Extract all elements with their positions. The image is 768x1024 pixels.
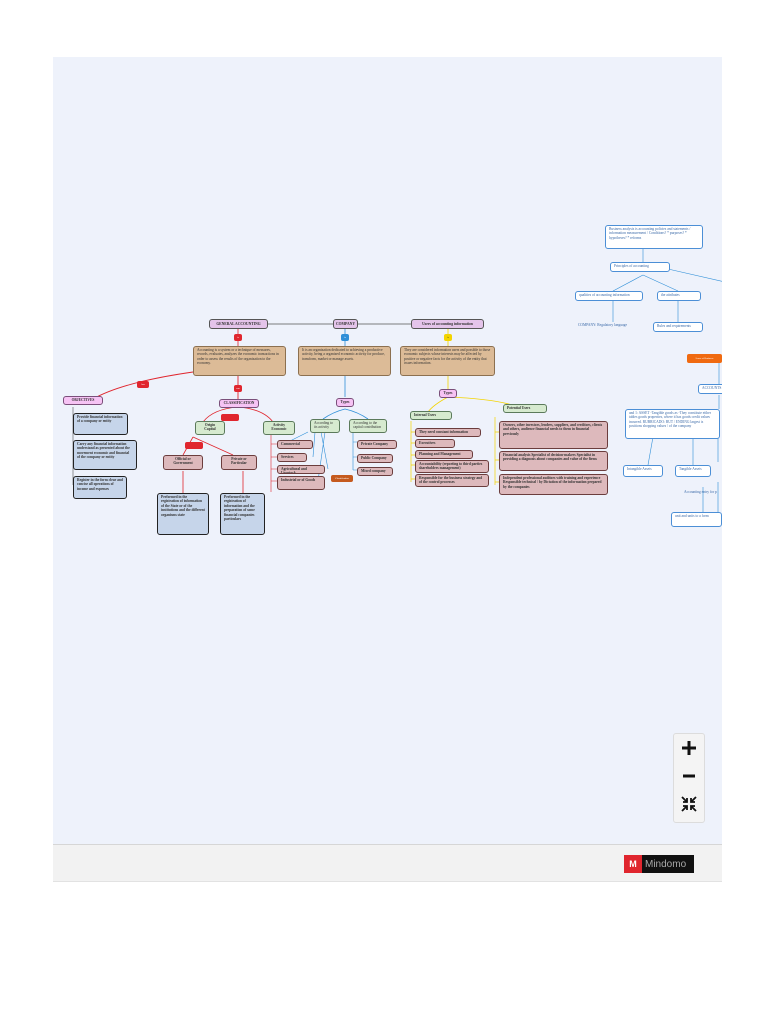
node-laws-tag[interactable]: Laws of Business — [687, 354, 722, 363]
node-official[interactable]: Official or Government — [163, 455, 203, 470]
collapse-arrows-icon — [681, 796, 697, 812]
node-potential-2[interactable]: Financial analysis Specialist of decisio… — [499, 451, 608, 471]
node-principles[interactable]: Principles of accounting — [610, 262, 670, 272]
edge-label-can-be — [185, 442, 203, 449]
node-internal-users[interactable]: Internal Users — [410, 411, 452, 420]
node-objectives[interactable]: OBJECTIVES — [63, 396, 103, 405]
node-activity-economic[interactable]: Activity Economic — [263, 421, 295, 435]
zoom-controls — [673, 733, 705, 823]
mindomo-logo-mark: M — [624, 855, 642, 873]
node-internal-2[interactable]: Executives — [415, 439, 455, 448]
node-users[interactable]: Users of accounting information — [411, 319, 484, 329]
mind-map-canvas[interactable]: GENERAL ACCOUNTING COMPANY Users of acco… — [53, 57, 722, 844]
edge-label-according-to — [221, 414, 239, 421]
node-users-definition[interactable]: They are considered information users an… — [400, 346, 495, 376]
zoom-out-button[interactable] — [674, 762, 704, 790]
zoom-in-button[interactable] — [674, 734, 704, 762]
node-potential-users[interactable]: Potential Users — [503, 404, 547, 413]
plus-icon — [682, 741, 696, 755]
mindomo-logo[interactable]: M Mindomo — [624, 855, 694, 873]
viewer-footer: M Mindomo — [53, 844, 722, 882]
node-user-types[interactable]: Types — [439, 389, 457, 398]
edge-label-classification: Classification — [331, 475, 353, 482]
node-potential-1[interactable]: Owners, other investors, lenders, suppli… — [499, 421, 608, 449]
node-company-types[interactable]: Types — [336, 398, 354, 407]
node-attributes[interactable]: the attributes — [657, 291, 701, 301]
edge-label-is-3: is — [444, 334, 452, 341]
node-origin-capital[interactable]: Origin Capital — [195, 421, 225, 435]
node-private-description[interactable]: Performed in the registration of informa… — [220, 493, 265, 535]
node-according-activity[interactable]: According to its activity — [310, 419, 340, 433]
node-internal-1[interactable]: They need constant information — [415, 428, 481, 437]
node-objective-1[interactable]: Provide financial information of a compa… — [73, 413, 128, 435]
node-tangible-assets[interactable]: Tangible Assets — [675, 465, 711, 477]
node-rules[interactable]: Rules and requirements — [653, 322, 703, 332]
node-mixed-company[interactable]: Mixed company — [357, 467, 393, 476]
node-internal-3[interactable]: Planning and Management — [415, 450, 473, 459]
node-accounting-definition[interactable]: Accounting is a system or a technique of… — [193, 346, 286, 376]
node-objective-3[interactable]: Register in the form clear and concise a… — [73, 476, 127, 499]
node-general-accounting[interactable]: GENERAL ACCOUNTING — [209, 319, 268, 329]
node-intangible-assets[interactable]: Intangible Assets — [623, 465, 663, 477]
node-accounts[interactable]: ACCOUNTS — [698, 384, 722, 394]
node-company-regulatory[interactable]: COMPANY: Regulatory language — [578, 323, 628, 327]
node-qualities[interactable]: qualities of accounting information — [575, 291, 643, 301]
mindomo-logo-text: Mindomo — [645, 858, 687, 870]
node-public-company[interactable]: Public Company — [357, 454, 393, 463]
connector-lines — [72, 249, 722, 512]
edge-label-is-2: is — [341, 334, 349, 341]
node-according-capital[interactable]: According to the capital contribution — [349, 419, 387, 433]
edge-label-can: can — [234, 385, 242, 392]
node-right-definition[interactable]: Business analysis is accounting policies… — [605, 225, 703, 249]
node-accounting-entry[interactable]: Accounting entry for p — [684, 490, 717, 494]
node-official-description[interactable]: Performed in the registration of informa… — [157, 493, 209, 535]
node-company[interactable]: COMPANY — [333, 319, 358, 329]
node-private[interactable]: Private or Particular — [221, 455, 257, 470]
node-services[interactable]: Services — [277, 453, 307, 462]
node-internal-5[interactable]: Responsible for the business strategy an… — [415, 474, 489, 487]
node-potential-3[interactable]: Independent professional auditors with t… — [499, 474, 608, 495]
minus-icon — [683, 774, 695, 778]
node-asset-definition[interactable]: and 1: ASSET -Tangible goods as -They co… — [625, 409, 720, 439]
edge-label-is-1: is — [234, 334, 242, 341]
node-commercial[interactable]: Commercial — [277, 440, 313, 449]
node-private-company[interactable]: Private Company — [357, 440, 397, 449]
node-internal-4[interactable]: Accountability (reporting to third parti… — [415, 460, 489, 473]
fit-to-screen-button[interactable] — [674, 790, 704, 818]
node-classification[interactable]: CLASSIFICATION — [219, 399, 259, 408]
node-industrial[interactable]: Industrial or of Goods — [277, 476, 325, 490]
node-company-definition[interactable]: It is an organization dedicated to achie… — [298, 346, 391, 376]
node-agricultural[interactable]: Agricultural and Livestock — [277, 465, 325, 474]
node-unit[interactable]: unit and units to a form — [671, 512, 722, 527]
node-objective-2[interactable]: Carry any financial information understa… — [73, 440, 137, 470]
edge-label-has: has — [137, 381, 149, 388]
